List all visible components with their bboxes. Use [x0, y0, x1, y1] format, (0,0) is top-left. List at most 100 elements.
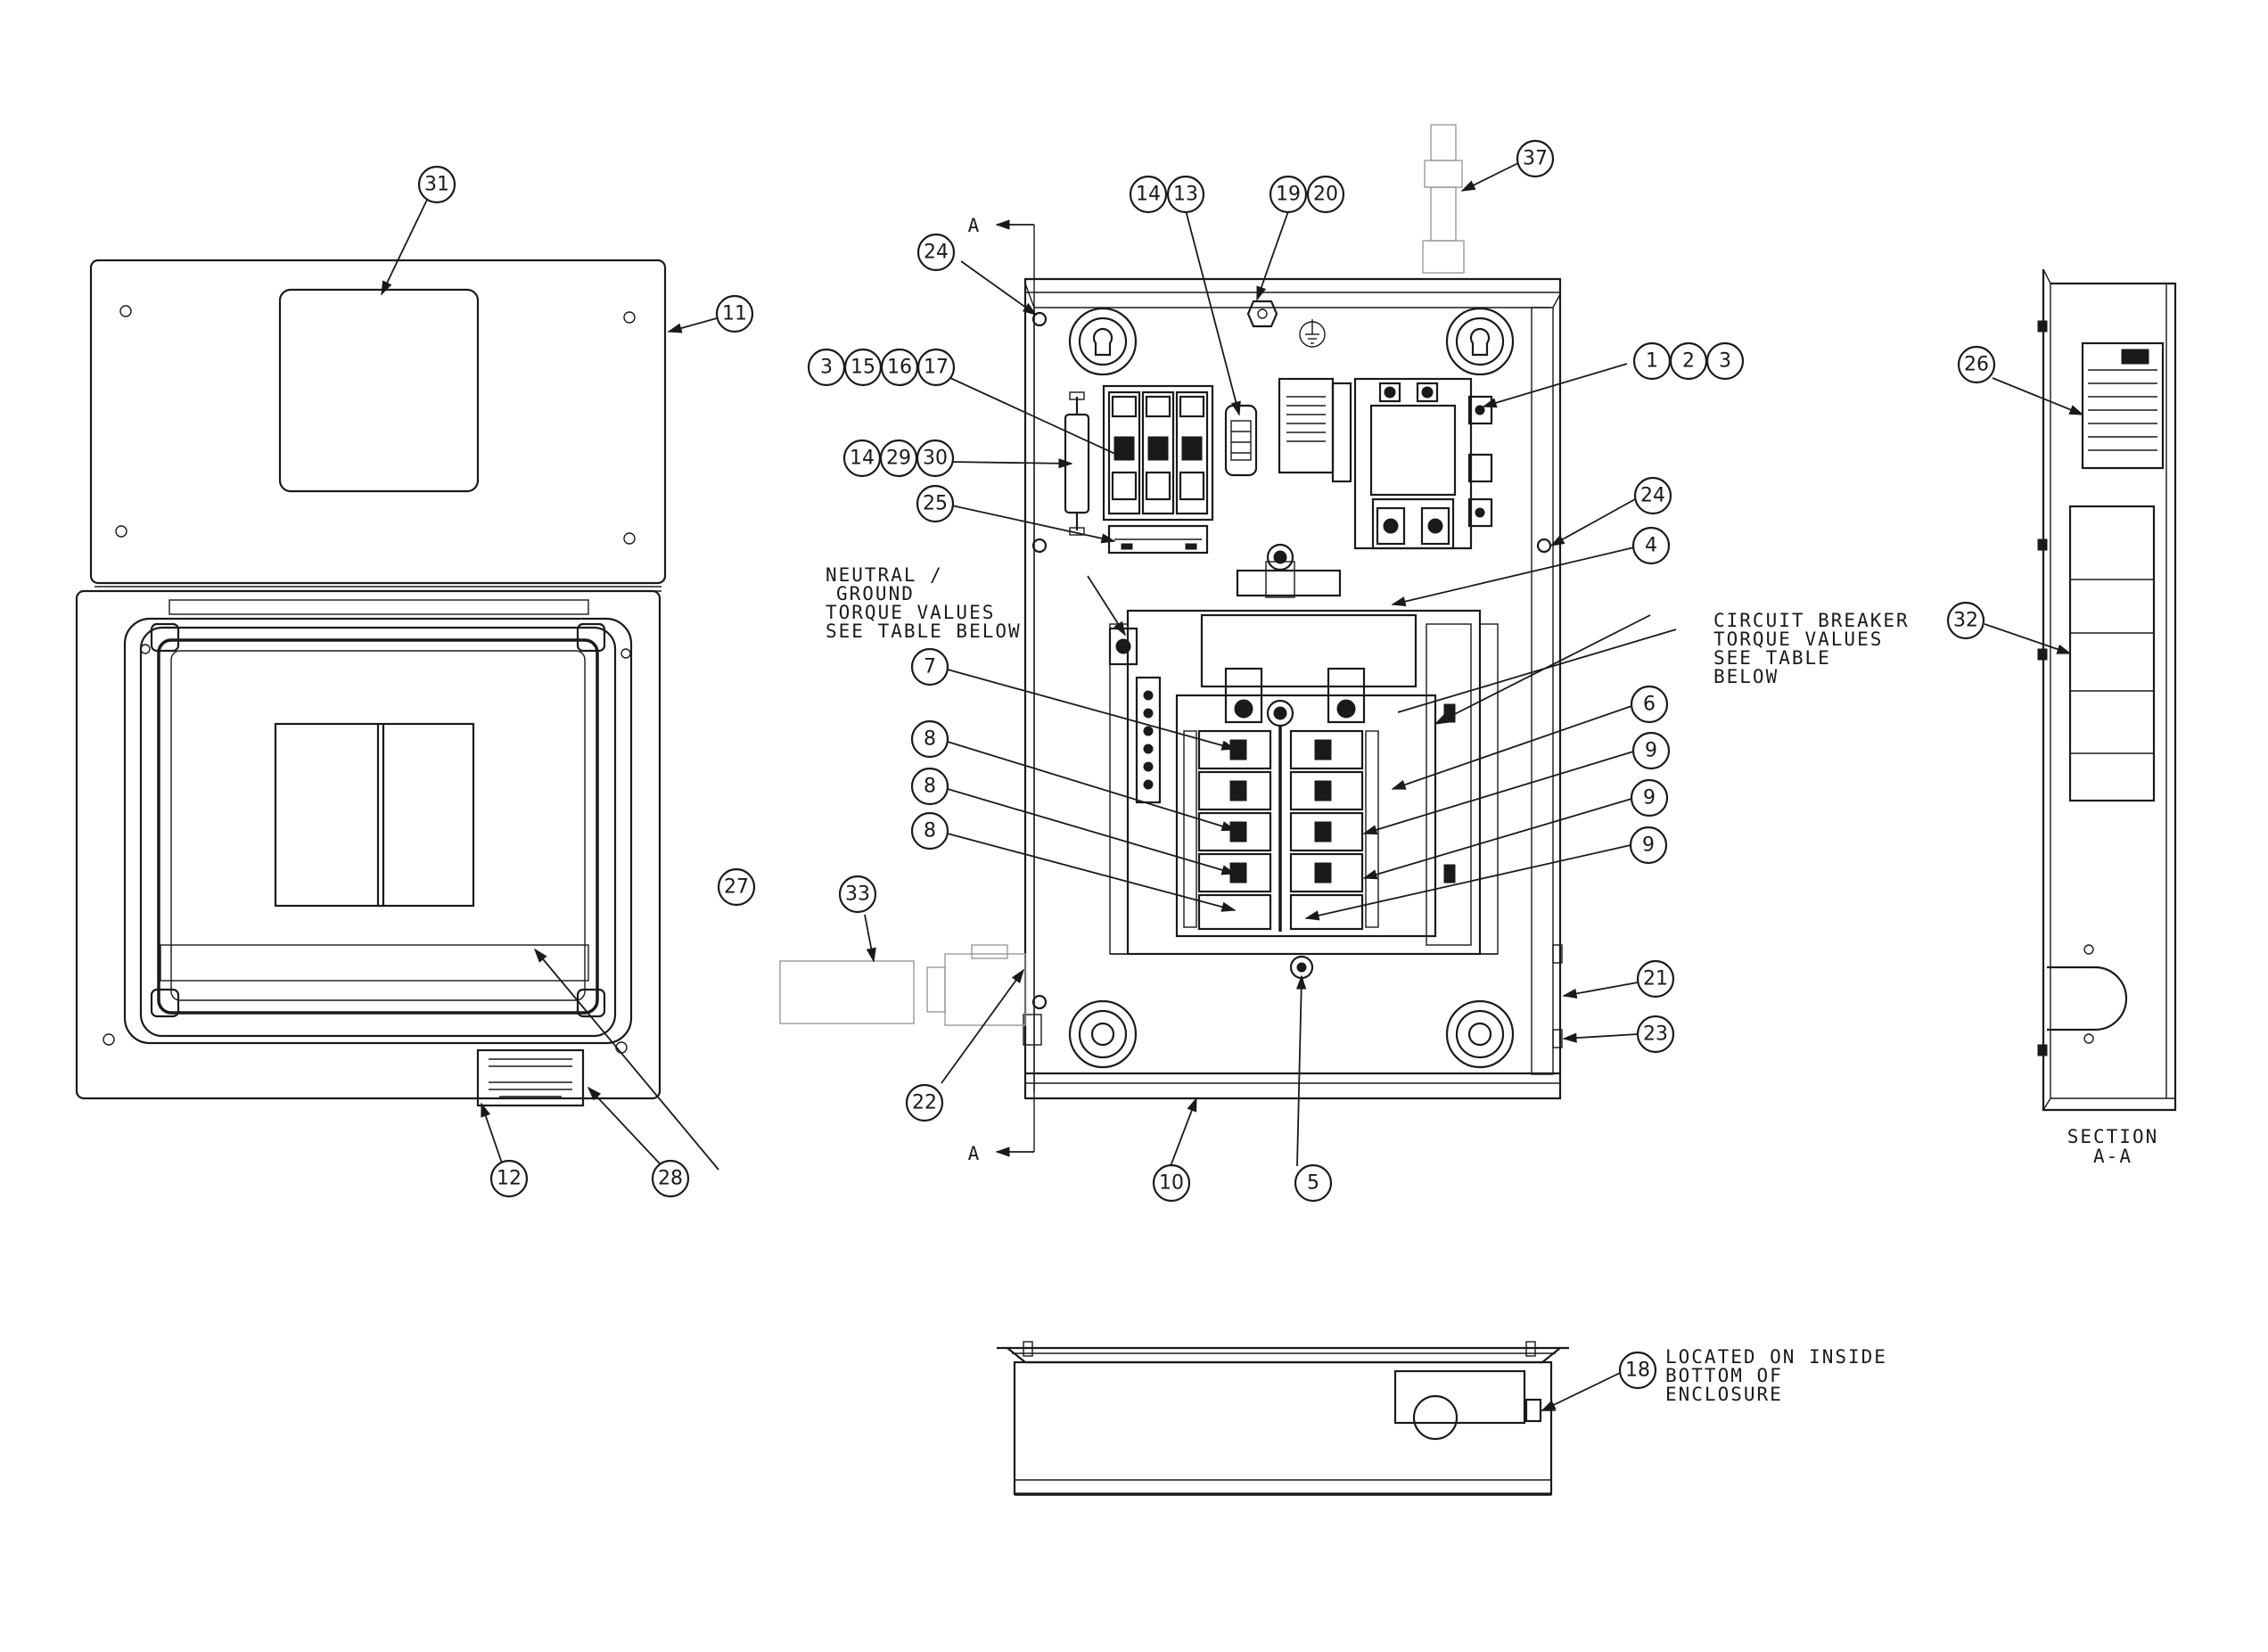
- callout-37: 37: [1516, 139, 1555, 178]
- svg-text:6: 6: [1643, 694, 1656, 716]
- callout-11: 11: [715, 294, 754, 333]
- svg-text:18: 18: [1625, 1360, 1650, 1382]
- svg-text:3: 3: [1719, 350, 1731, 373]
- svg-text:3: 3: [820, 357, 833, 379]
- fuse-clip: [1224, 404, 1258, 477]
- callout-18: 18: [1618, 1351, 1657, 1390]
- section-cut-line: [995, 219, 1035, 1157]
- leader-lines: [381, 156, 2084, 1411]
- callout-27: 27: [717, 867, 756, 907]
- section-title-line2: A-A: [2093, 1146, 2132, 1167]
- neutral-note-line1: NEUTRAL /: [826, 564, 943, 586]
- knockout: [1445, 999, 1515, 1069]
- callout-8: 8: [910, 767, 949, 806]
- callout-17: 17: [916, 348, 956, 387]
- keyhole-knockout: [1445, 307, 1515, 376]
- svg-text:9: 9: [1645, 740, 1657, 762]
- callout-32: 32: [1946, 601, 1985, 640]
- breaker-note-line3: SEE TABLE: [1713, 647, 1831, 669]
- callout-9: 9: [1629, 826, 1668, 865]
- breaker-note-line1: CIRCUIT BREAKER: [1713, 610, 1910, 631]
- svg-text:24: 24: [924, 242, 949, 264]
- svg-text:11: 11: [722, 303, 747, 325]
- svg-text:28: 28: [658, 1168, 683, 1190]
- svg-text:21: 21: [1643, 968, 1668, 990]
- svg-text:2: 2: [1682, 350, 1695, 373]
- svg-text:33: 33: [845, 884, 870, 906]
- callout-3: 3: [1705, 341, 1745, 381]
- breaker-stack: [2068, 505, 2156, 802]
- callout-31: 31: [417, 165, 456, 204]
- neutral-note-line3: TORQUE VALUES: [826, 602, 995, 623]
- svg-text:23: 23: [1643, 1023, 1668, 1046]
- svg-text:14: 14: [850, 448, 875, 470]
- callout-3: 3: [807, 348, 846, 387]
- svg-text:27: 27: [724, 876, 749, 899]
- callout-8: 8: [910, 719, 949, 759]
- callout-7: 7: [910, 647, 949, 686]
- svg-text:1: 1: [1646, 350, 1658, 373]
- callout-2: 2: [1669, 341, 1708, 381]
- breaker-note-line4: BELOW: [1713, 666, 1779, 687]
- svg-text:29: 29: [886, 448, 911, 470]
- callout-24: 24: [916, 233, 956, 272]
- svg-text:13: 13: [1173, 184, 1198, 206]
- callout-33: 33: [838, 875, 877, 914]
- svg-text:8: 8: [924, 776, 936, 798]
- keyhole-knockout: [1068, 307, 1138, 376]
- callout-21: 21: [1636, 959, 1675, 999]
- svg-text:12: 12: [497, 1168, 522, 1190]
- svg-text:20: 20: [1313, 184, 1338, 206]
- load-center: [1108, 543, 1499, 980]
- svg-text:17: 17: [924, 357, 949, 379]
- callout-5: 5: [1294, 1163, 1333, 1203]
- callout-9: 9: [1631, 731, 1671, 770]
- callout-6: 6: [1630, 685, 1669, 724]
- svg-text:37: 37: [1523, 148, 1548, 170]
- label-plate: [476, 1048, 585, 1107]
- svg-text:7: 7: [924, 656, 936, 678]
- inside-bottom-note-line2: BOTTOM OF: [1665, 1365, 1783, 1386]
- callout-26: 26: [1957, 345, 1996, 384]
- callout-30: 30: [916, 439, 955, 478]
- svg-text:14: 14: [1136, 184, 1161, 206]
- knockout: [1068, 999, 1138, 1069]
- section-a-a-view: SECTION A-A: [2037, 268, 2177, 1167]
- callout-bubbles: 31 11 27 12 28 14 13 19 20 37 24 3 15 16…: [417, 139, 1996, 1390]
- callout-16: 16: [880, 348, 919, 387]
- svg-text:31: 31: [424, 174, 449, 196]
- callout-9: 9: [1630, 778, 1669, 818]
- callout-29: 29: [879, 439, 918, 478]
- svg-text:26: 26: [1964, 354, 1989, 376]
- callout-23: 23: [1636, 1015, 1675, 1054]
- callout-8: 8: [910, 811, 949, 851]
- callout-19: 19: [1269, 175, 1308, 214]
- callout-15: 15: [843, 348, 883, 387]
- svg-text:5: 5: [1307, 1172, 1319, 1195]
- section-marker-bottom: A: [968, 1143, 982, 1164]
- svg-text:19: 19: [1276, 184, 1301, 206]
- utility-breaker-block: [1102, 384, 1214, 555]
- callout-4: 4: [1631, 526, 1671, 565]
- svg-text:16: 16: [887, 357, 912, 379]
- svg-text:8: 8: [924, 728, 936, 751]
- svg-text:15: 15: [850, 357, 875, 379]
- callout-14: 14: [1129, 175, 1168, 214]
- svg-text:30: 30: [923, 448, 948, 470]
- inside-bottom-note-line1: LOCATED ON INSIDE: [1665, 1346, 1887, 1368]
- section-title-line1: SECTION: [2067, 1126, 2159, 1147]
- svg-text:10: 10: [1159, 1172, 1184, 1195]
- breaker-note-line2: TORQUE VALUES: [1713, 629, 1883, 650]
- section-marker-top: A: [968, 215, 982, 236]
- callout-1: 1: [1632, 341, 1672, 381]
- neutral-note-line2: GROUND: [836, 583, 915, 604]
- svg-text:4: 4: [1645, 535, 1657, 557]
- svg-text:32: 32: [1953, 610, 1978, 632]
- svg-text:8: 8: [924, 820, 936, 842]
- transfer-contactor: [1278, 377, 1493, 550]
- door-window: [278, 288, 480, 493]
- svg-text:9: 9: [1643, 787, 1656, 810]
- callout-13: 13: [1166, 175, 1205, 214]
- enclosure-front-view: A A: [779, 124, 1563, 1164]
